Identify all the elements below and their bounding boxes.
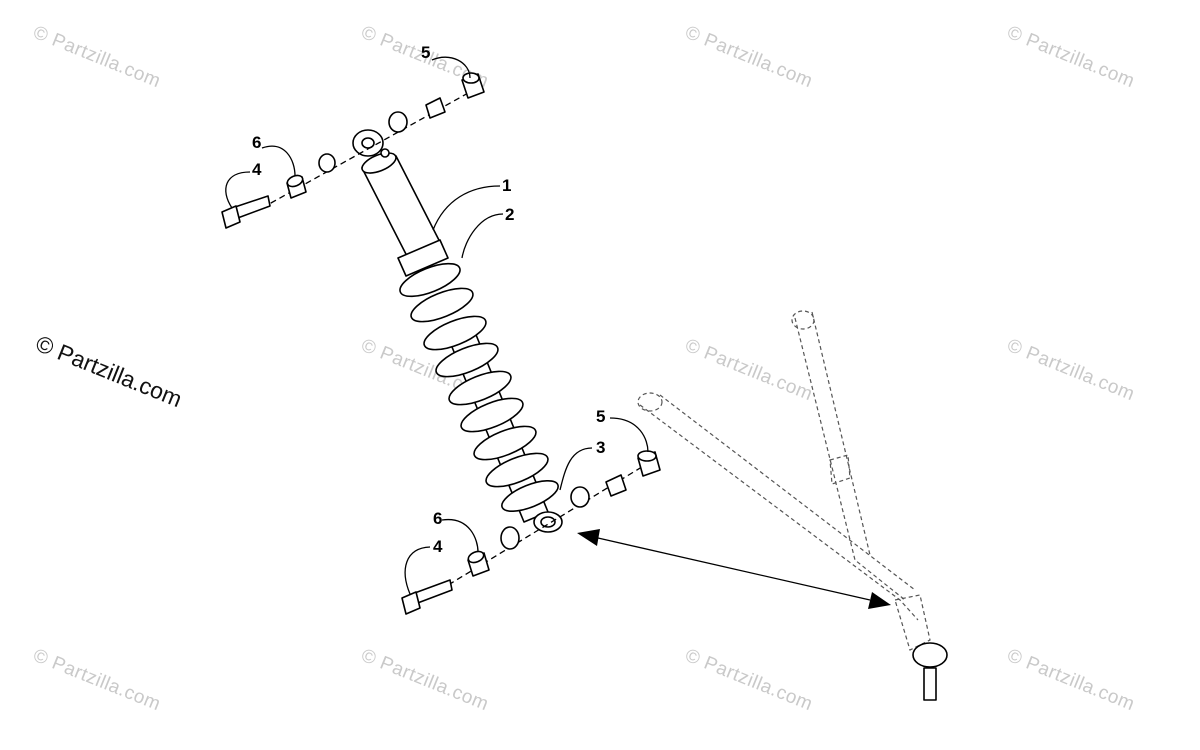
- bottom-mount-hardware: [401, 450, 661, 615]
- ball-joint-stud: [923, 667, 937, 701]
- callout-2: 2: [505, 205, 514, 224]
- top-mount-hardware: [221, 72, 485, 229]
- bottom-bolt: [401, 579, 453, 615]
- callout-6-top: 6: [252, 133, 261, 152]
- callout-1: 1: [502, 176, 511, 195]
- bottom-sleeve-right: [605, 474, 627, 497]
- top-bushing-left: [318, 153, 336, 173]
- a-arm-reference: [637, 310, 948, 701]
- mounting-reference-arrow: [577, 529, 891, 609]
- ball-joint: [912, 642, 948, 668]
- bottom-bushing-left: [500, 526, 520, 550]
- callout-5-bottom: 5: [596, 407, 605, 426]
- top-bushing-right: [388, 111, 408, 133]
- callout-5-top: 5: [421, 43, 430, 62]
- spring-collar: [397, 239, 449, 277]
- top-sleeve-right: [425, 97, 446, 119]
- callout-3: 3: [596, 438, 605, 457]
- callout-4-top: 4: [252, 160, 262, 179]
- top-bolt: [221, 195, 271, 229]
- callout-4-bottom: 4: [433, 537, 443, 556]
- shock-absorber: [352, 129, 563, 533]
- callout-6-bottom: 6: [433, 509, 442, 528]
- bottom-bushing-right: [570, 486, 590, 508]
- coil-spring: [399, 262, 559, 512]
- callout-leaders: [225, 56, 649, 595]
